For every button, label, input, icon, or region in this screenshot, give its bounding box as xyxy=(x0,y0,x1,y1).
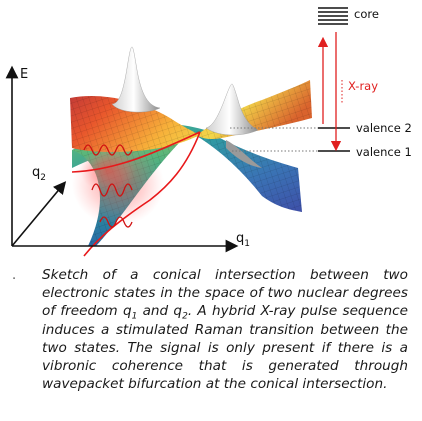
q2-axis xyxy=(11,181,67,247)
wavepacket-peaks xyxy=(111,46,262,168)
xray-pulse xyxy=(71,131,201,257)
q1-axis-label: q1 xyxy=(236,231,250,249)
figure-caption: · Sketch of a conical intersection betwe… xyxy=(0,266,422,416)
valence-2-label: valence 2 xyxy=(356,121,412,135)
xray-label: X-ray xyxy=(348,79,378,93)
energy-level-diagram: core valence 2 valence 1 X-ray xyxy=(230,7,412,159)
core-level-label: core xyxy=(354,7,379,21)
energy-axis-label: E xyxy=(20,67,28,82)
conical-intersection-figure: E q1 q2 core valence 2 valence 1 X-ray xyxy=(5,7,412,257)
axes: E q1 q2 xyxy=(5,65,250,253)
upper-surface xyxy=(70,80,312,152)
valence-1-label: valence 1 xyxy=(356,145,412,159)
caption-bullet: · xyxy=(12,272,17,287)
core-level-lines xyxy=(318,7,348,25)
caption-text: Sketch of a conical intersection between… xyxy=(42,267,408,393)
q2-axis-label: q2 xyxy=(32,165,46,183)
